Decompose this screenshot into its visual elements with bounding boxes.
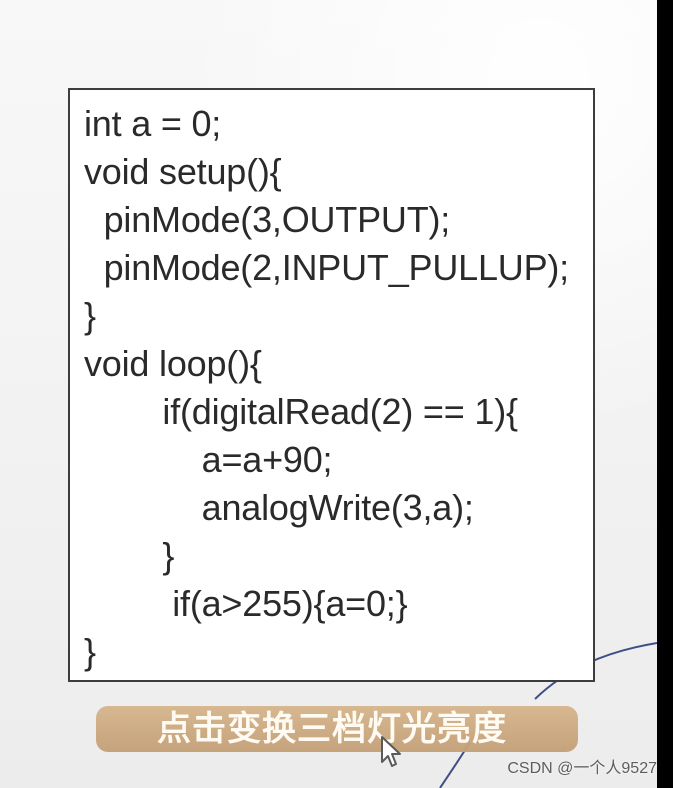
code-line-4: pinMode(2,INPUT_PULLUP); [84,247,570,288]
code-line-11: if(a>255){a=0;} [84,583,408,624]
mouse-pointer-icon [381,736,401,767]
code-line-12: } [84,631,96,672]
code-line-7: if(digitalRead(2) == 1){ [84,391,518,432]
right-edge-bar [657,0,673,788]
subtitle-text: 点击变换三档灯光亮度 [157,709,507,749]
code-line-3: pinMode(3,OUTPUT); [84,199,451,240]
code-line-9: analogWrite(3,a); [84,487,474,528]
code-line-1: int a = 0; [84,103,222,144]
code-line-2: void setup(){ [84,151,282,192]
code-line-6: void loop(){ [84,343,262,384]
code-panel: int a = 0; void setup(){ pinMode(3,OUTPU… [68,88,595,682]
subtitle-banner [96,706,578,752]
code-line-10: } [84,535,175,576]
watermark-text: CSDN @一个人9527 [507,760,657,777]
code-line-5: } [84,295,96,336]
code-line-8: a=a+90; [84,439,333,480]
